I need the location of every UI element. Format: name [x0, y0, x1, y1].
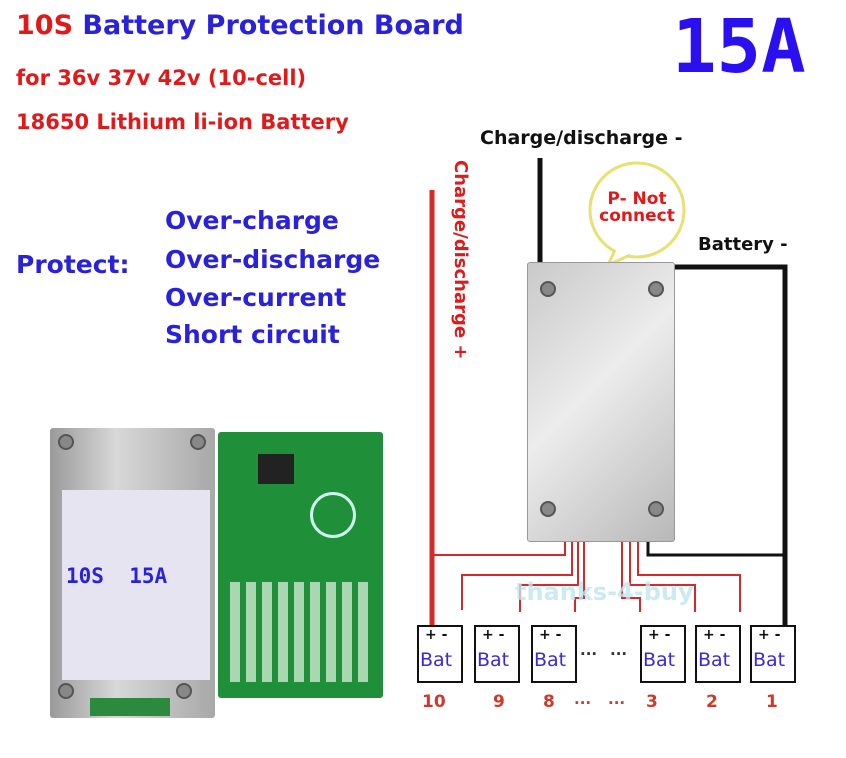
screw-icon	[540, 501, 556, 517]
protect-label: Protect:	[16, 250, 130, 279]
board-pcb-photo	[218, 432, 383, 698]
board-heatsink-photo: 10S 15A	[50, 428, 215, 718]
subtitle-voltage: for 36v 37v 42v (10-cell)	[16, 66, 307, 90]
terminals: + -	[482, 627, 505, 643]
protect-item: Over-charge	[165, 206, 339, 235]
subtitle-battery: 18650 Lithium li-ion Battery	[16, 110, 349, 134]
battery-cell: + - Bat	[750, 625, 796, 683]
terminals: + -	[425, 627, 448, 643]
terminals: + -	[703, 627, 726, 643]
ellipsis: ···	[608, 694, 626, 712]
battery-number: 1	[766, 692, 778, 712]
protect-item: Over-discharge	[165, 245, 381, 274]
battery-cell: + - Bat	[417, 625, 463, 683]
screw-icon	[648, 281, 664, 297]
protect-item: Over-current	[165, 283, 347, 312]
label-charge-discharge-minus: Charge/discharge -	[480, 127, 683, 149]
battery-number: 10	[422, 692, 446, 712]
screw-icon	[540, 281, 556, 297]
screw-icon	[58, 434, 74, 450]
board-label: 10S 15A	[66, 564, 167, 588]
board-label-cells: 10S	[66, 564, 104, 588]
pads	[230, 582, 370, 682]
protect-item: Short circuit	[165, 320, 340, 349]
battery-label: Bat	[753, 649, 786, 671]
battery-number: 3	[646, 692, 658, 712]
battery-cell: + - Bat	[474, 625, 520, 683]
title-prefix: 10S	[16, 10, 74, 41]
screw-icon	[58, 683, 74, 699]
label-sticker: 10S 15A	[62, 490, 210, 680]
watermark: thanks-4-buy	[515, 578, 694, 606]
terminals: + -	[648, 627, 671, 643]
bubble-line: P- Not	[607, 189, 667, 209]
logo-icon	[310, 492, 356, 538]
wire-red	[629, 535, 696, 612]
board-label-current: 15A	[129, 564, 168, 588]
ellipsis: ···	[574, 694, 592, 712]
battery-cell: + - Bat	[531, 625, 577, 683]
battery-cell: + - Bat	[640, 625, 686, 683]
screw-icon	[176, 683, 192, 699]
battery-label: Bat	[698, 649, 731, 671]
wire-red	[574, 535, 585, 612]
wire-red	[519, 535, 579, 612]
battery-number: 2	[706, 692, 718, 712]
battery-cell: + - Bat	[695, 625, 741, 683]
battery-label: Bat	[643, 649, 676, 671]
battery-label: Bat	[477, 649, 510, 671]
wire-battery-minus	[665, 264, 788, 625]
battery-number: 9	[493, 692, 505, 712]
battery-label: Bat	[420, 649, 453, 671]
screw-icon	[190, 434, 206, 450]
wire-red	[637, 535, 741, 612]
battery-label: Bat	[534, 649, 567, 671]
wire-red	[621, 535, 641, 612]
connector	[90, 698, 170, 716]
main-board	[527, 262, 675, 542]
rating: 15A	[672, 4, 806, 90]
label-charge-discharge-plus: Charge/discharge +	[450, 160, 471, 360]
screw-icon	[648, 501, 664, 517]
title-rest: Battery Protection Board	[73, 10, 464, 41]
ellipsis: ···	[580, 645, 598, 663]
terminals: + -	[758, 627, 781, 643]
label-battery-minus: Battery -	[698, 234, 788, 255]
chip	[258, 454, 294, 484]
ellipsis: ···	[610, 645, 628, 663]
title: 10S Battery Protection Board	[16, 10, 464, 41]
terminals: + -	[539, 627, 562, 643]
wire-red	[461, 535, 573, 610]
speech-bubble	[588, 161, 686, 259]
bubble-line: connect	[599, 206, 675, 226]
battery-number: 8	[543, 692, 555, 712]
